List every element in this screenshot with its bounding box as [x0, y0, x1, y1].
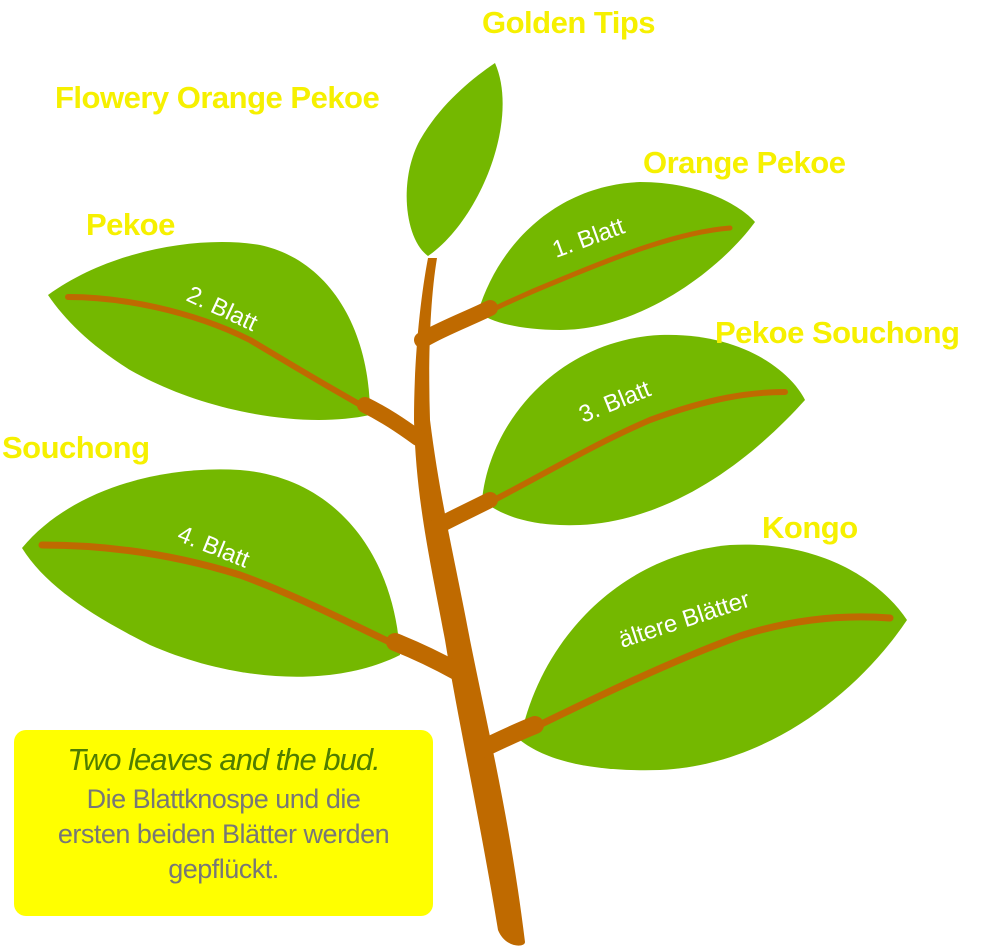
midribs [38, 225, 894, 761]
label-souchong: Souchong [2, 430, 150, 465]
note-body: Die Blattknospe und die ersten beiden Bl… [57, 784, 390, 884]
label-flowery-orange-pekoe: Flowery Orange Pekoe [55, 80, 379, 115]
bud [406, 63, 503, 256]
note-title: Two leaves and the bud. [67, 742, 380, 777]
label-kongo: Kongo [762, 510, 858, 545]
label-pekoe: Pekoe [86, 207, 175, 242]
label-pekoe-souchong: Pekoe Souchong [715, 315, 959, 350]
stem [414, 258, 525, 946]
leaf-older [520, 544, 907, 771]
leaf-4 [22, 469, 400, 677]
leaf-2 [48, 242, 370, 420]
label-orange-pekoe: Orange Pekoe [643, 145, 846, 180]
label-golden-tips: Golden Tips [482, 5, 655, 40]
info-note: Two leaves and the bud. Die Blattknospe … [14, 730, 433, 916]
leaf-3 [482, 334, 805, 526]
